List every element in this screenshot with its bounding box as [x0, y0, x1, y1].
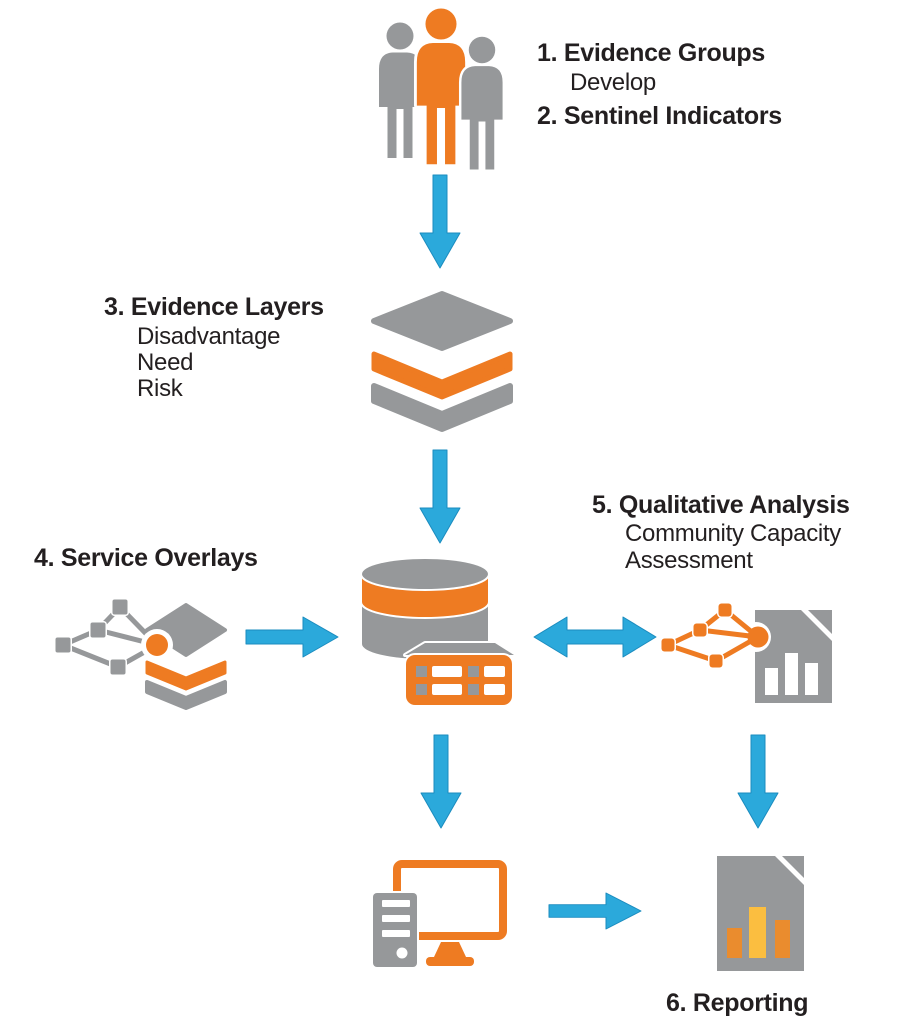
- step5-sub-community-capacity: Community Capacity: [625, 520, 842, 547]
- step1-title: 1. Evidence Groups: [537, 39, 766, 67]
- arrow-right-icon: [245, 616, 339, 658]
- step5-sub-assessment: Assessment: [625, 547, 753, 574]
- people-group-icon: [370, 8, 515, 178]
- database-server-icon: [356, 557, 520, 710]
- arrow-double-horizontal-icon: [533, 616, 657, 658]
- report-chart-document-icon: [716, 855, 806, 972]
- arrow-down-icon: [419, 174, 461, 269]
- step4-label-block: 4. Service Overlays: [34, 543, 258, 573]
- step1-sub-develop: Develop: [570, 69, 656, 96]
- arrow-right-icon: [548, 892, 642, 930]
- step3-sub-need: Need: [137, 349, 194, 376]
- step5-label-block: 5. Qualitative Analysis Community Capaci…: [592, 490, 850, 574]
- arrow-down-icon: [737, 734, 779, 829]
- network-layers-icon: [50, 590, 242, 712]
- arrow-down-icon: [419, 449, 461, 544]
- layers-stack-icon: [371, 290, 513, 432]
- arrow-down-icon: [420, 734, 462, 829]
- step6-title: 6. Reporting: [666, 989, 809, 1017]
- step3-sub-risk: Risk: [137, 375, 183, 402]
- step4-title: 4. Service Overlays: [34, 544, 258, 572]
- step2-title: 2. Sentinel Indicators: [537, 102, 782, 130]
- step3-label-block: 3. Evidence Layers Disadvantage Need Ris…: [104, 292, 324, 402]
- computer-workstation-icon: [371, 855, 543, 971]
- step6-label-block: 6. Reporting: [666, 988, 809, 1018]
- step5-title: 5. Qualitative Analysis: [592, 491, 850, 519]
- step3-sub-disadvantage: Disadvantage: [137, 323, 281, 350]
- steps-1-2-label-block: 1. Evidence Groups Develop 2. Sentinel I…: [537, 38, 782, 131]
- step3-title: 3. Evidence Layers: [104, 293, 324, 321]
- network-report-icon: [656, 590, 836, 710]
